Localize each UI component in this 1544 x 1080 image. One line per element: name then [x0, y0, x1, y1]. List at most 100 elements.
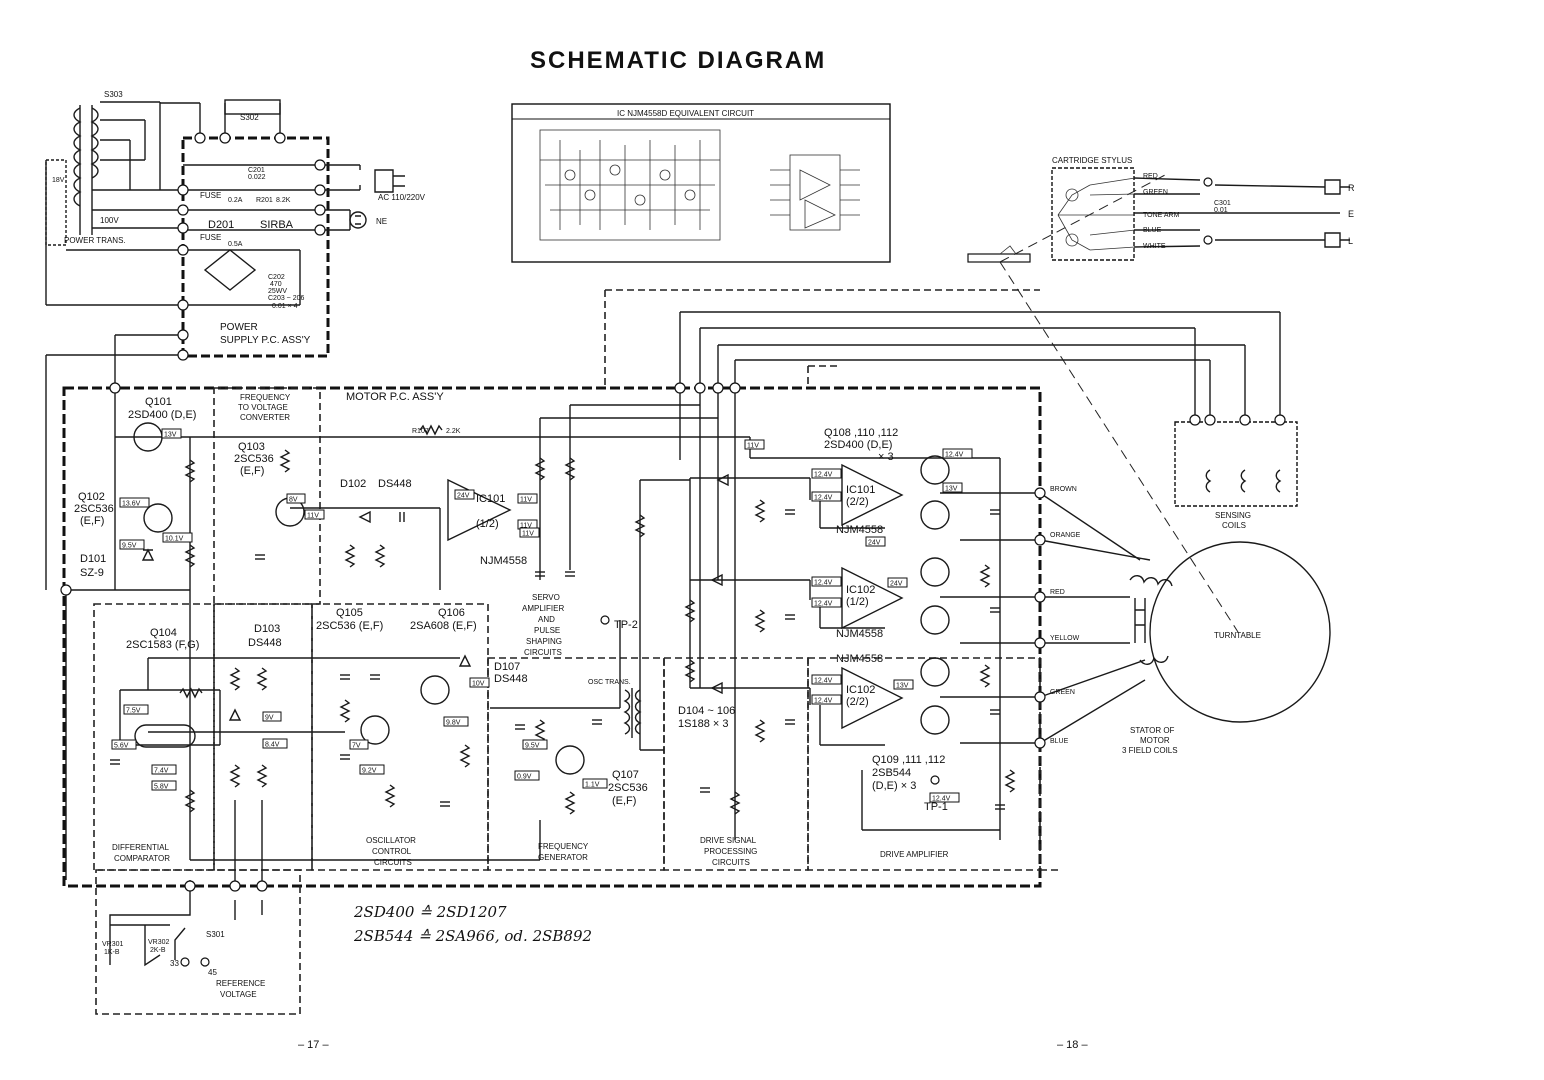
njm4558-b: NJM4558 [836, 628, 883, 640]
voltage-indicators: 13V11V8V11V24V11V13.6V10.1V9.5V11V11V7.5… [111, 428, 973, 803]
voltage-value: 11V [307, 513, 319, 520]
voltage-value: 7V [352, 743, 361, 750]
d104-label: D104 ~ 106 [678, 705, 735, 717]
output-r-label: R [1348, 183, 1355, 193]
r107-value: 2.2K [446, 428, 461, 435]
voltage-value: 13.6V [122, 501, 141, 508]
voltage-box: 12.4V [811, 468, 842, 479]
motor-board-frame: MOTOR P.C. ASS'Y [62, 289, 1060, 1015]
voltage-box: 12.4V [811, 694, 842, 705]
q105-label: Q105 [336, 607, 363, 619]
voltage-value: 12.4V [945, 452, 964, 459]
voltage-box: 24V [865, 536, 886, 547]
ic102b-label: IC102 [846, 684, 875, 696]
ic102b-half: (2/2) [846, 696, 869, 708]
osc-transformer-icon [623, 688, 642, 738]
fuse1-value: 0.2A [228, 197, 243, 204]
q101-type: 2SD400 (D,E) [128, 409, 196, 421]
q104-label: Q104 [150, 627, 177, 639]
handwritten-note-1: 2SD400 ≙ 2SD1207 [353, 903, 507, 921]
freq-conv-line1: FREQUENCY [240, 393, 291, 402]
voltage-value: 24V [890, 581, 903, 588]
cartridge-section: CARTRIDGE STYLUS RED GREEN TONE ARM BLUE… [967, 156, 1355, 633]
ic-equivalent-heading: IC NJM4558D EQUIVALENT CIRCUIT [617, 109, 754, 118]
ic101b-half: (2/2) [846, 496, 869, 508]
osc-ctrl-line3: CIRCUITS [374, 858, 412, 867]
output-l-label: L [1348, 236, 1353, 246]
q108-label: Q108 ,110 ,112 [824, 427, 898, 439]
voltage-value: 24V [457, 493, 470, 500]
voltage-value: 9V [265, 715, 274, 722]
q102-type: 2SC536 [74, 503, 114, 515]
q109-label: Q109 ,111 ,112 [872, 754, 945, 766]
voltage-value: 12.4V [814, 495, 833, 502]
freq-gen-line1: FREQUENCY [538, 842, 589, 851]
voltage-value: 13V [945, 486, 958, 493]
q103-grade: (E,F) [240, 465, 264, 477]
voltage-box: 13V [942, 482, 963, 493]
voltage-box: 8.4V [262, 738, 288, 749]
voltage-box: 9.5V [119, 539, 145, 550]
q104-type: 2SC1583 (F,G) [126, 639, 199, 651]
voltage-box: 13V [893, 679, 914, 690]
d104-type: 1S188 × 3 [678, 718, 728, 730]
voltage-box: 5.6V [111, 739, 137, 750]
motor-terminals [60, 382, 1046, 892]
ic101b-label: IC101 [846, 484, 875, 496]
ic101-type: NJM4558 [480, 555, 527, 567]
voltage-box: 9.5V [522, 739, 548, 750]
d201-name: SIRBA [260, 219, 294, 231]
q107-type: 2SC536 [608, 782, 648, 794]
power-terminals [177, 132, 326, 361]
q106-type: 2SA608 (E,F) [410, 620, 477, 632]
fuse1-label: FUSE [200, 191, 221, 200]
ac-label: AC 110/220V [378, 193, 426, 202]
motor-labels: FREQUENCY TO VOLTAGE CONVERTER Q101 2SD4… [74, 393, 949, 999]
handwritten-note-2: 2SB544 ≙ 2SA966, od. 2SB892 [353, 927, 592, 945]
fuse2-value: 0.5A [228, 241, 243, 248]
wire-green2-label: GREEN [1050, 689, 1075, 696]
voltage-value: 12.4V [814, 601, 833, 608]
voltage-box: 11V [744, 439, 765, 450]
voltage-box: 10V [469, 677, 490, 688]
c202-wv: 25WV [268, 288, 287, 295]
voltage-value: 12.4V [814, 472, 833, 479]
c301-value: 0.01 [1214, 207, 1228, 214]
q101-label: Q101 [145, 396, 172, 408]
voltage-box: 12.4V [811, 576, 842, 587]
ic101-label: IC101 [476, 493, 505, 505]
power-board-line1: POWER [220, 322, 258, 333]
s303-label: S303 [104, 90, 123, 99]
voltage-box: 11V [304, 509, 325, 520]
c201-value: 0.022 [248, 174, 266, 181]
ic-equivalent-panel: IC NJM4558D EQUIVALENT CIRCUIT [511, 103, 891, 263]
op-amps [447, 463, 904, 730]
wire-blue2-label: BLUE [1050, 738, 1069, 745]
page-number-right: – 18 – [1057, 1039, 1088, 1051]
stator-line2: MOTOR [1140, 736, 1170, 745]
stator-line3: 3 FIELD COILS [1122, 746, 1178, 755]
c203-value: 0.01 × 4 [272, 303, 298, 310]
voltage-value: 11V [522, 531, 534, 538]
drive-sig-line1: DRIVE SIGNAL [700, 836, 757, 845]
output-e-label: E [1348, 209, 1354, 219]
c201-label: C201 [248, 167, 265, 174]
voltage-box: 9V [262, 711, 282, 722]
drive-sig-line3: CIRCUITS [712, 858, 750, 867]
sensing-coils-line2: COILS [1222, 521, 1246, 530]
vr302-label: VR302 [148, 939, 170, 946]
ne-label: NE [376, 217, 387, 226]
c203-label: C203 ~ 206 [268, 295, 304, 302]
q103-type: 2SC536 [234, 453, 274, 465]
voltage-box: 12.4V [942, 448, 973, 459]
voltage-value: 9.8V [446, 720, 461, 727]
q104-dual-transistor [134, 724, 196, 748]
d107-type: DS448 [494, 673, 528, 685]
voltage-value: 12.4V [814, 580, 833, 587]
s301-33-label: 33 [170, 959, 179, 968]
r201-label: R201 [256, 197, 273, 204]
servo-line6: CIRCUITS [524, 648, 562, 657]
osc-ctrl-line1: OSCILLATOR [366, 836, 416, 845]
drive-amp-label: DRIVE AMPLIFIER [880, 850, 949, 859]
